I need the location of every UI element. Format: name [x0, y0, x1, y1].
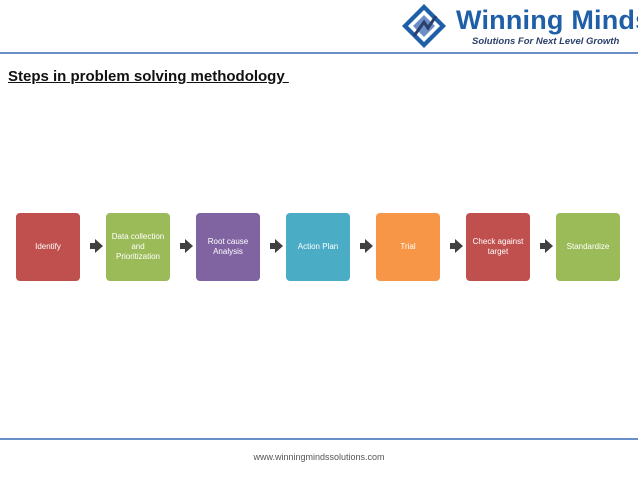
step-box-5: Trial [376, 213, 440, 281]
brand-tagline: Solutions For Next Level Growth [472, 36, 620, 47]
flow-arrow-icon [90, 239, 103, 253]
step-label: Standardize [566, 242, 610, 251]
step-label: Root cause Analysis [207, 237, 249, 256]
step-box-7: Standardize [556, 213, 620, 281]
brand-logo: Winning Minds Solutions For Next Level G… [400, 2, 638, 50]
step-label: Data collection and Prioritization [111, 232, 165, 261]
step-box-6: Check against target [466, 213, 530, 281]
step-label: Action Plan [297, 242, 339, 251]
flow-arrow-icon [180, 239, 193, 253]
flow-arrow-icon [450, 239, 463, 253]
step-box-2: Data collection and Prioritization [106, 213, 170, 281]
brand-name: Winning Minds [456, 5, 638, 35]
footer-divider [0, 438, 638, 440]
step-box-3: Root cause Analysis [196, 213, 260, 281]
flow-arrow-icon [270, 239, 283, 253]
step-label: Identify [35, 242, 61, 251]
flow-arrow-icon [540, 239, 553, 253]
step-label: Check against target [472, 237, 524, 256]
step-label: Trial [400, 242, 416, 251]
step-box-1: Identify [16, 213, 80, 281]
step-box-4: Action Plan [286, 213, 350, 281]
flow-arrow-icon [360, 239, 373, 253]
header-divider [0, 52, 638, 54]
logo-mark-icon [402, 4, 446, 48]
page-title: Steps in problem solving methodology [8, 68, 289, 85]
footer-url: www.winningmindssolutions.com [253, 452, 385, 462]
